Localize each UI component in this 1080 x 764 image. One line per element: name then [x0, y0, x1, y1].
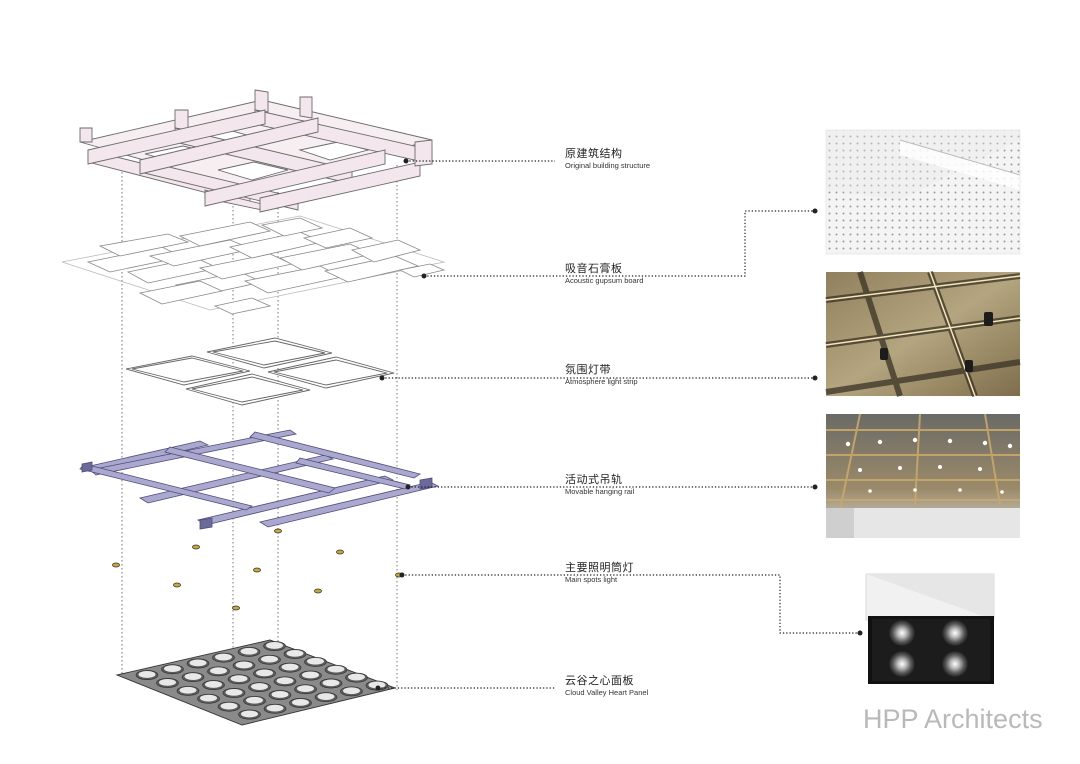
panel-cell-light: [276, 677, 294, 685]
panel-cell-light: [184, 673, 202, 680]
panel-cell-light: [343, 687, 360, 695]
label-spots-en: Main spots light: [565, 575, 618, 584]
label-strip: 氛围灯带 Atmosphere light strip: [565, 364, 638, 386]
label-rail: 活动式吊轨 Movable hanging rail: [565, 474, 634, 496]
panel-cell-light: [256, 669, 273, 677]
label-spots: 主要照明筒灯 Main spots light: [565, 562, 634, 584]
panel-cell-light: [230, 675, 248, 683]
panel-cell-light: [241, 710, 258, 718]
panel-cell-light: [281, 663, 299, 671]
panel-cell-light: [302, 671, 319, 679]
panel-cell-light: [220, 702, 238, 710]
panel-cell-light: [271, 691, 289, 698]
panel-cell-light: [246, 696, 263, 704]
label-panel: 云谷之心面板 Cloud Valley Heart Panel: [565, 675, 648, 697]
panel-cell-light: [200, 694, 217, 702]
label-panel-en: Cloud Valley Heart Panel: [565, 688, 649, 697]
panel-cell-light: [225, 688, 243, 696]
panel-cell-light: [266, 642, 283, 649]
panel-cell-light: [251, 683, 268, 690]
label-gypsum-zh: 吸音石膏板: [565, 262, 623, 275]
label-structure: 原建筑结构 Original building structure: [565, 148, 650, 170]
watermark: HPP Architects: [863, 704, 1043, 734]
panel-cell-light: [307, 657, 324, 665]
photo-wood-grid-ceiling: [825, 270, 1021, 398]
label-rail-en: Movable hanging rail: [565, 487, 635, 496]
panel-cell-light: [348, 673, 365, 681]
label-strip-zh: 氛围灯带: [565, 363, 611, 376]
panel-cell-light: [240, 647, 258, 655]
panel-cell-light: [159, 678, 176, 686]
label-rail-zh: 活动式吊轨: [565, 473, 623, 486]
leader-dots: [375, 158, 863, 691]
panel-cell-light: [164, 665, 181, 673]
panel-cell-light: [327, 665, 345, 673]
panel-layer: [115, 639, 397, 726]
panel-cell-light: [210, 667, 227, 675]
label-gypsum: 吸音石膏板 Acoustic gupsum board: [565, 263, 643, 285]
label-panel-zh: 云谷之心面板: [565, 674, 634, 687]
rail-layer: [79, 429, 440, 530]
label-strip-en: Atmosphere light strip: [565, 377, 638, 386]
panel-cell-light: [138, 671, 156, 678]
panel-cell-light: [261, 655, 278, 663]
panel-cell-light: [179, 686, 197, 694]
photo-perforated-ceiling: [825, 129, 1021, 255]
panel-cell-light: [205, 681, 222, 688]
panel-cell-light: [235, 661, 253, 669]
panel-cell-light: [266, 704, 284, 712]
panel-cell-light: [286, 649, 304, 657]
label-gypsum-en: Acoustic gupsum board: [565, 276, 644, 285]
structure-layer: [79, 89, 433, 213]
panel-cell-light: [215, 653, 232, 661]
photo-spotlight-fixture: [865, 573, 995, 684]
label-structure-en: Original building structure: [565, 161, 651, 170]
gypsum-layer: [61, 215, 446, 315]
leader-lines: [378, 160, 860, 689]
panel-cell-light: [322, 679, 340, 687]
strip-layer: [125, 337, 395, 406]
label-structure-zh: 原建筑结构: [565, 147, 623, 160]
panel-cell-light: [297, 685, 314, 693]
panel-cell-light: [292, 698, 309, 706]
spots-layer: [112, 528, 403, 611]
panel-cell-light: [368, 681, 386, 689]
label-spots-zh: 主要照明筒灯: [565, 561, 634, 574]
panel-cell-light: [317, 693, 335, 700]
panel-cell-light: [189, 659, 207, 667]
photo-hall-ceiling: [826, 413, 1020, 538]
